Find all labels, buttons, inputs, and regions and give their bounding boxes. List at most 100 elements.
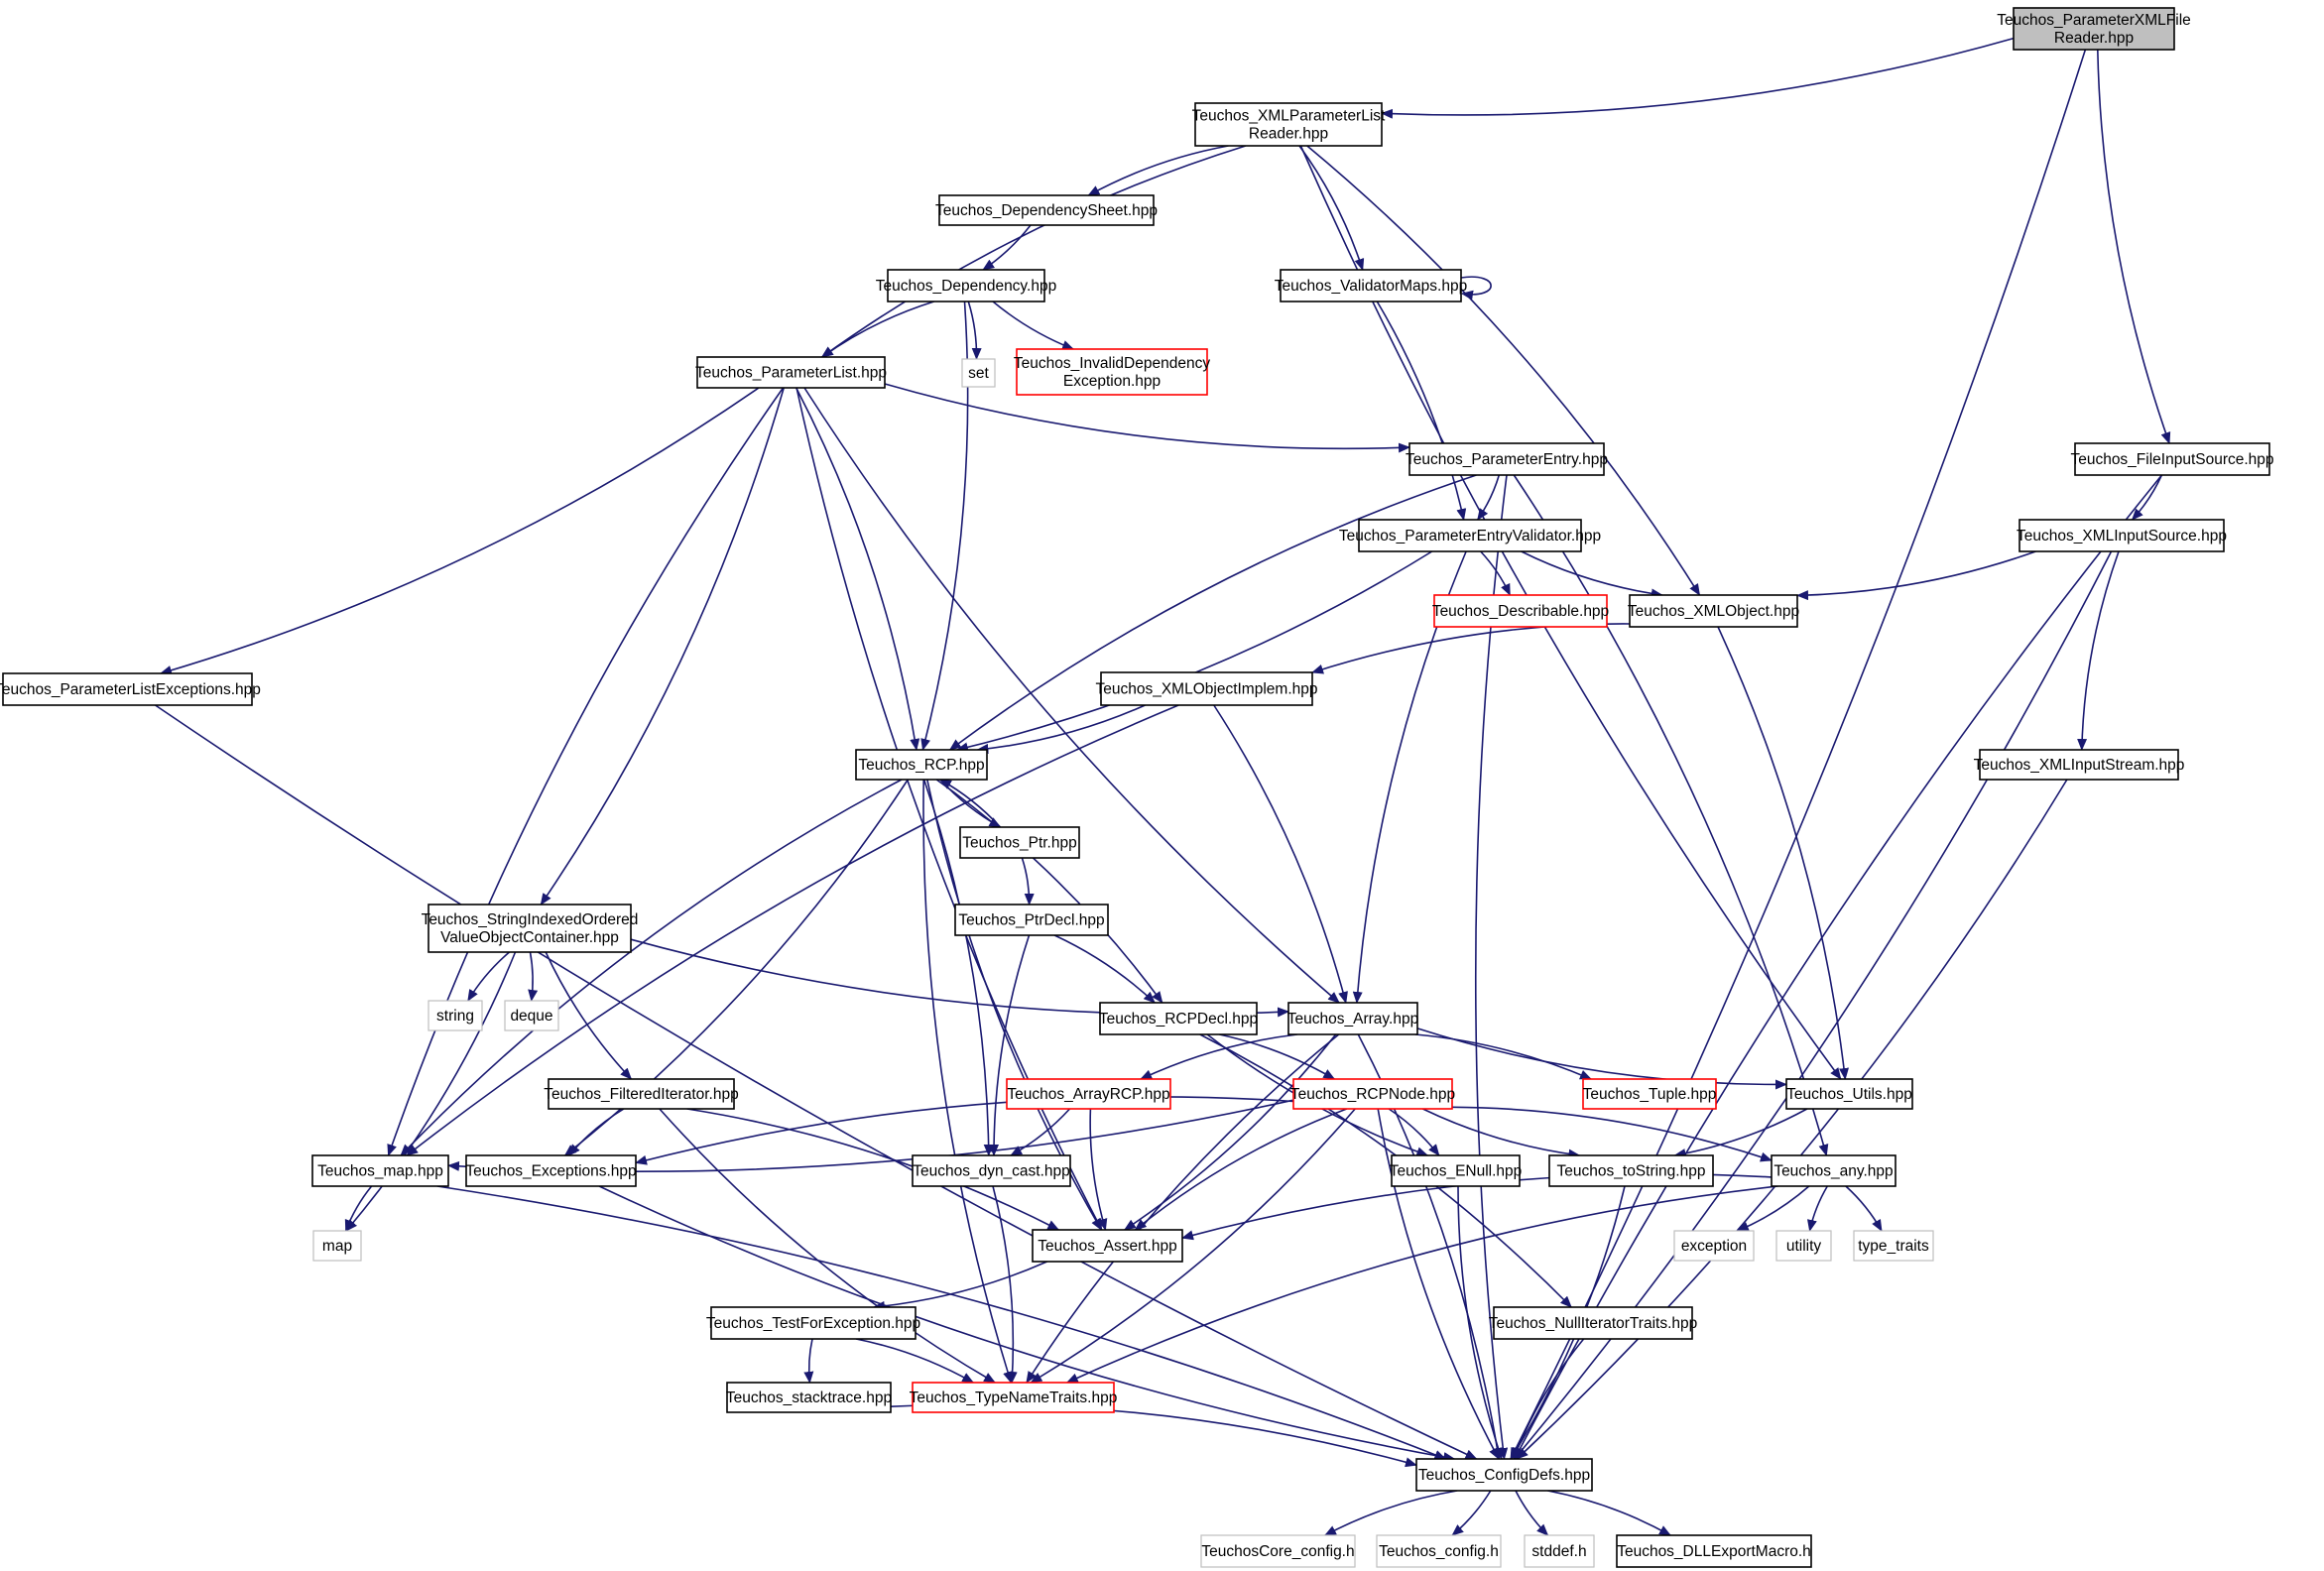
node-exceptions[interactable]: Teuchos_Exceptions.hpp (465, 1154, 637, 1187)
node-rcpnode[interactable]: Teuchos_RCPNode.hpp (1290, 1078, 1455, 1110)
edge-xmlobjimpl-to-rcp (976, 704, 1146, 754)
node-utils[interactable]: Teuchos_Utils.hpp (1785, 1078, 1913, 1110)
node-fileinput[interactable]: Teuchos_FileInputSource.hpp (2070, 442, 2274, 476)
edge-xmlplr-to-plist (820, 145, 1247, 358)
edge-ptr-to-rcp (939, 779, 1002, 828)
node-ptr[interactable]: Teuchos_Ptr.hpp (959, 826, 1080, 859)
node-rcp[interactable]: Teuchos_RCP.hpp (855, 749, 988, 781)
edge-xmlinputsrc-to-xmlinstream (2077, 550, 2120, 751)
node-box (912, 1382, 1115, 1413)
node-sioc[interactable]: Teuchos_StringIndexedOrderedValueObjectC… (422, 904, 639, 953)
node-stacktrace[interactable]: Teuchos_stacktrace.hpp (726, 1382, 892, 1413)
edge-testforexc-to-stacktrace (803, 1338, 814, 1384)
node-label: Teuchos_Describable.hpp (1432, 603, 1609, 620)
node-typename[interactable]: Teuchos_TypeNameTraits.hpp (910, 1382, 1118, 1413)
node-box (1100, 671, 1313, 706)
edge-array-to-typename (1026, 1033, 1340, 1384)
node-xmlinstream[interactable]: Teuchos_XMLInputStream.hpp (1974, 749, 2185, 781)
node-tostring[interactable]: Teuchos_toString.hpp (1548, 1154, 1714, 1187)
edge-root-to-fileinput (2097, 49, 2171, 444)
node-label: Teuchos_any.hpp (1774, 1163, 1893, 1180)
node-label: Teuchos_Tuple.hpp (1583, 1086, 1717, 1103)
node-arrayrcp[interactable]: Teuchos_ArrayRCP.hpp (1006, 1078, 1171, 1110)
edge-utils-to-tostring (1673, 1108, 1808, 1158)
edge-arrayrcp-to-assert (1089, 1108, 1108, 1231)
node-assert[interactable]: Teuchos_Assert.hpp (1032, 1229, 1183, 1263)
node-box (696, 356, 886, 389)
node-stdmap: map (312, 1230, 362, 1262)
node-xmlobj[interactable]: Teuchos_XMLObject.hpp (1628, 594, 1799, 628)
node-label: Teuchos_XMLObject.hpp (1628, 603, 1799, 620)
node-dllexport[interactable]: Teuchos_DLLExportMacro.h (1616, 1534, 1812, 1568)
edge-exceptions-to-configdefs (598, 1185, 1456, 1462)
node-label: Reader.hpp (1249, 126, 1328, 143)
edge-xmlinputsrc-to-xmlobj (1796, 550, 2036, 601)
node-map[interactable]: Teuchos_map.hpp (311, 1154, 449, 1187)
node-box (726, 1382, 892, 1413)
node-label: Teuchos_stacktrace.hpp (726, 1390, 892, 1406)
node-box (2013, 7, 2175, 51)
edge-dep-to-invdep (992, 301, 1075, 350)
node-box (2074, 442, 2270, 476)
node-filtiter[interactable]: Teuchos_FilteredIterator.hpp (544, 1078, 739, 1110)
node-any[interactable]: Teuchos_any.hpp (1771, 1154, 1896, 1187)
edge-xmlplr-to-valmaps (1298, 145, 1365, 271)
node-tuple[interactable]: Teuchos_Tuple.hpp (1582, 1078, 1717, 1110)
edge-enull-to-configdefs (1457, 1185, 1504, 1460)
edge-configdefs-to-coreconfig (1324, 1490, 1458, 1536)
edge-map-to-configdefs (436, 1185, 1447, 1460)
edge-sioc-to-stdmap (345, 951, 517, 1232)
node-enull[interactable]: Teuchos_ENull.hpp (1390, 1154, 1523, 1187)
node-rcpdecl[interactable]: Teuchos_RCPDecl.hpp (1099, 1002, 1258, 1035)
edge-valmaps-to-pev (1376, 301, 1467, 521)
node-xmlobjimpl[interactable]: Teuchos_XMLObjectImplem.hpp (1095, 671, 1318, 706)
edge-any-to-utility (1807, 1185, 1828, 1232)
node-box (1408, 442, 1605, 476)
node-array[interactable]: Teuchos_Array.hpp (1287, 1002, 1418, 1035)
node-pev[interactable]: Teuchos_ParameterEntryValidator.hpp (1339, 519, 1601, 552)
node-depsheet[interactable]: Teuchos_DependencySheet.hpp (935, 194, 1158, 226)
node-describ[interactable]: Teuchos_Describable.hpp (1432, 594, 1609, 628)
node-box (1376, 1534, 1502, 1568)
edge-rcpnode-to-assert (1134, 1108, 1348, 1231)
node-plist[interactable]: Teuchos_ParameterList.hpp (695, 356, 887, 389)
edge-pentry-to-any (1513, 474, 1829, 1156)
edge-xmlinstream-to-configdefs (1516, 779, 2068, 1460)
node-ptrdecl[interactable]: Teuchos_PtrDecl.hpp (954, 904, 1109, 936)
node-box (1524, 1534, 1595, 1568)
edge-rcpnode-to-typename (1030, 1108, 1356, 1384)
node-box (1287, 1002, 1418, 1035)
edge-xmlobj-to-utils (1717, 626, 1849, 1080)
node-label: Teuchos_Exceptions.hpp (465, 1163, 636, 1180)
node-label: Teuchos_InvalidDependency (1014, 355, 1210, 372)
node-nulliter[interactable]: Teuchos_NullIteratorTraits.hpp (1489, 1306, 1698, 1340)
edge-any-to-typename (1065, 1185, 1778, 1384)
node-box (1194, 102, 1383, 147)
edge-array-to-assert (1123, 1033, 1337, 1231)
node-label: Teuchos_ConfigDefs.hpp (1418, 1467, 1590, 1484)
node-configdefs[interactable]: Teuchos_ConfigDefs.hpp (1415, 1458, 1593, 1492)
edge-rcpnode-to-configdefs (1377, 1108, 1500, 1460)
edge-xmlobjimpl-to-array (1213, 704, 1348, 1004)
node-box (1673, 1230, 1755, 1262)
edge-sioc-to-string (467, 951, 511, 1002)
node-dyncast[interactable]: Teuchos_dyn_cast.hpp (912, 1154, 1071, 1187)
node-box (1099, 1002, 1258, 1035)
node-box (1032, 1229, 1183, 1263)
node-plexc[interactable]: Teuchos_ParameterListExceptions.hpp (0, 672, 261, 706)
node-box (1979, 749, 2179, 781)
node-box (504, 1000, 559, 1031)
edge-rcp-to-exceptions (563, 779, 909, 1156)
node-string: string (428, 1000, 483, 1031)
node-pentry[interactable]: Teuchos_ParameterEntry.hpp (1406, 442, 1608, 476)
node-xmlinputsrc[interactable]: Teuchos_XMLInputSource.hpp (2017, 519, 2227, 552)
edge-plist-to-assert (795, 387, 1103, 1231)
node-coreconfig: TeuchosCore_config.h (1200, 1534, 1356, 1568)
node-testforexc[interactable]: Teuchos_TestForException.hpp (706, 1306, 920, 1340)
node-stddef: stddef.h (1524, 1534, 1595, 1568)
node-dep[interactable]: Teuchos_Dependency.hpp (876, 269, 1056, 302)
node-valmaps[interactable]: Teuchos_ValidatorMaps.hpp (1275, 269, 1467, 302)
